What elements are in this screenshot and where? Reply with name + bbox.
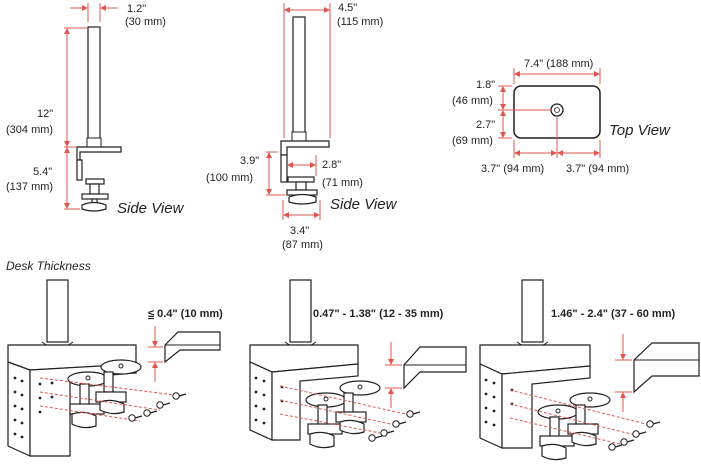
pole-hole [550, 103, 564, 117]
desk-range-1-label: ≤ 0.4" (10 mm) [148, 308, 223, 320]
top-width-mm-label: (115 mm) [337, 16, 383, 28]
clamp-height-label: 5.4" [33, 166, 52, 178]
desk-edge [403, 346, 467, 390]
base-width-mm-label: (87 mm) [282, 239, 323, 251]
desk-thickness-title: Desk Thickness [6, 259, 91, 273]
clamp-height-mm-label: (100 mm) [206, 172, 253, 184]
right-offset-label: 3.7" (94 mm) [566, 163, 629, 175]
desk-range-3-label: 1.46" - 2.4" (37 - 60 mm) [551, 308, 675, 320]
top-view: 7.4" (188 mm) 1.8" (46 mm) 2.7" (69 mm) … [452, 58, 671, 175]
side-view-1: 1.2" (30 mm) 12" (304 mm) 5.4" (137 mm) … [6, 3, 185, 217]
clamp-top-plate [280, 140, 330, 156]
pole [521, 279, 544, 343]
depth-label: 2.7" [476, 119, 495, 131]
top-offset-label: 1.8" [476, 79, 495, 91]
desk-edge [164, 331, 221, 364]
pole-width-mm-label: (30 mm) [125, 16, 166, 28]
left-offset-label: 3.7" (94 mm) [481, 163, 544, 175]
base-width-label: 3.4" [290, 225, 309, 237]
width-label: 7.4" (188 mm) [524, 58, 593, 70]
clamp-depth-label: 2.8" [322, 159, 341, 171]
desk-edge [633, 342, 700, 394]
knob [81, 201, 107, 212]
desk-thickness-panel-2: 0.47" - 1.38" (12 - 35 mm) [249, 279, 467, 449]
top-width-label: 4.5" [338, 2, 357, 14]
pole [289, 279, 312, 343]
clamp-top-plate [76, 146, 122, 161]
clamp-height-mm-label: (137 mm) [6, 181, 53, 193]
pole-height-label: 12" [37, 108, 53, 120]
pole-height-mm-label: (304 mm) [6, 124, 53, 136]
knob [288, 193, 317, 205]
depth-mm-label: (69 mm) [452, 135, 493, 147]
desk-thickness-panel-1: ≤ 0.4" (10 mm) [7, 279, 223, 457]
desk-thickness-panel-3: 1.46" - 2.4" (37 - 60 mm) [479, 279, 700, 461]
side-view-2: 4.5" (115 mm) 3.9" (100 mm) 2.8" (71 mm)… [206, 2, 398, 251]
clamp-depth-mm-label: (71 mm) [322, 177, 363, 189]
side-view-2-title: Side View [330, 196, 398, 213]
desk-range-2-label: 0.47" - 1.38" (12 - 35 mm) [313, 308, 444, 320]
pole-width-label: 1.2" [127, 3, 146, 15]
side-view-1-title: Side View [117, 200, 185, 217]
top-view-title: Top View [609, 122, 671, 139]
top-offset-mm-label: (46 mm) [452, 95, 493, 107]
pole [292, 16, 306, 142]
pole [87, 26, 101, 148]
pole [46, 279, 69, 343]
clamp-height-label: 3.9" [240, 155, 259, 167]
